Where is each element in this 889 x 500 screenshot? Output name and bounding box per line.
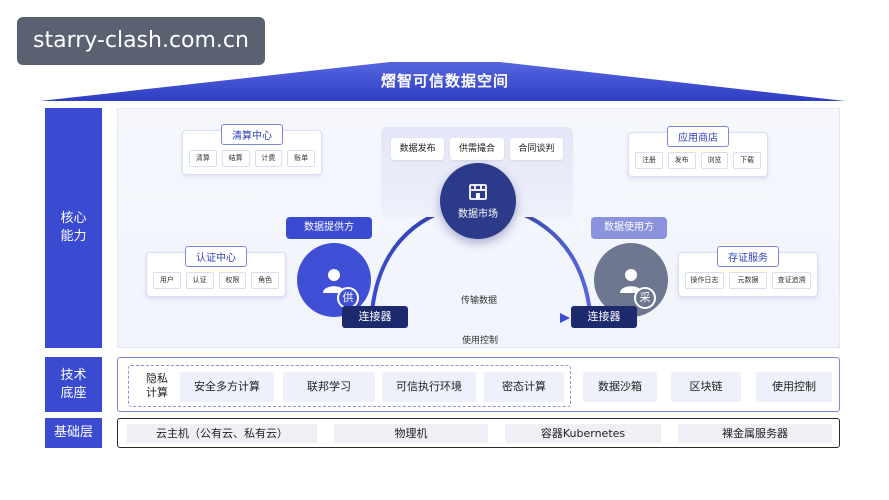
provider-connector: 连接器 [342,306,408,328]
trace-chip: 查证追溯 [772,272,812,289]
layer-tech-label: 技术 底座 [45,357,102,412]
page-title: 熠智可信数据空间 [380,72,509,90]
kubernetes-item: 容器Kubernetes [505,424,661,443]
invoice-chip: 账单 [287,150,315,167]
blockchain-item: 区块链 [671,372,741,402]
physical-machine-item: 物理机 [334,424,488,443]
data-sandbox-item: 数据沙箱 [583,372,657,402]
role-chip: 角色 [251,272,279,289]
watermark-label: starry-clash.com.cn [17,17,265,65]
consumer-avatar: 采 [594,243,668,317]
mpc-item: 安全多方计算 [180,372,274,402]
roof-banner [40,62,845,101]
auth-chip: 认证 [185,272,214,289]
provider-avatar: 供 [297,243,371,317]
settlement-chip: 结算 [221,150,250,167]
contract-chip: 合同谈判 [509,138,563,160]
user-chip: 用户 [153,272,181,289]
auth-center-card: 认证中心 用户 认证 权限 角色 [146,246,286,297]
app-store-card: 应用商店 注册 发布 浏览 下载 [628,126,768,177]
evidence-service-title: 存证服务 [717,246,779,267]
operation-log-chip: 操作日志 [685,272,724,289]
privacy-computing-label: 隐私 计算 [146,372,168,399]
bare-metal-item: 裸金属服务器 [678,424,832,443]
federated-learning-item: 联邦学习 [283,372,375,402]
layer-core-label: 核心 能力 [45,108,102,348]
publish-chip: 发布 [667,152,696,169]
shop-icon [469,183,487,200]
consumer-badge: 采 [634,287,656,309]
metadata-chip: 元数据 [728,272,768,289]
provider-role-label: 数据提供方 [286,217,372,239]
permission-chip: 权限 [218,272,247,289]
auth-center-title: 认证中心 [185,246,247,267]
app-store-title: 应用商店 [667,126,729,147]
layer-infra-label: 基础层 [45,418,102,448]
encrypted-computing-item: 密态计算 [484,372,564,402]
clearing-center-title: 清算中心 [221,124,283,145]
data-market-node: 数据市场 [440,163,516,239]
cloud-host-item: 云主机（公有云、私有云） [127,424,317,443]
matching-chip: 供需撮合 [450,138,504,160]
usage-control-item: 使用控制 [756,372,832,402]
clearing-chip: 清算 [189,150,217,167]
privacy-computing-group [128,365,571,407]
browse-chip: 浏览 [700,152,729,169]
usage-control-label: 使用控制 [462,336,499,346]
transfer-data-label: 传输数据 [461,296,498,306]
download-chip: 下载 [733,152,761,169]
billing-chip: 计费 [254,150,283,167]
tee-item: 可信执行环境 [382,372,476,402]
evidence-service-card: 存证服务 操作日志 元数据 查证追溯 [678,246,818,297]
register-chip: 注册 [635,152,663,169]
clearing-center-card: 清算中心 清算 结算 计费 账单 [182,124,322,175]
data-publish-chip: 数据发布 [391,138,445,160]
consumer-role-label: 数据使用方 [591,217,667,239]
data-market-label: 数据市场 [458,208,498,220]
consumer-connector: 连接器 [571,306,637,328]
